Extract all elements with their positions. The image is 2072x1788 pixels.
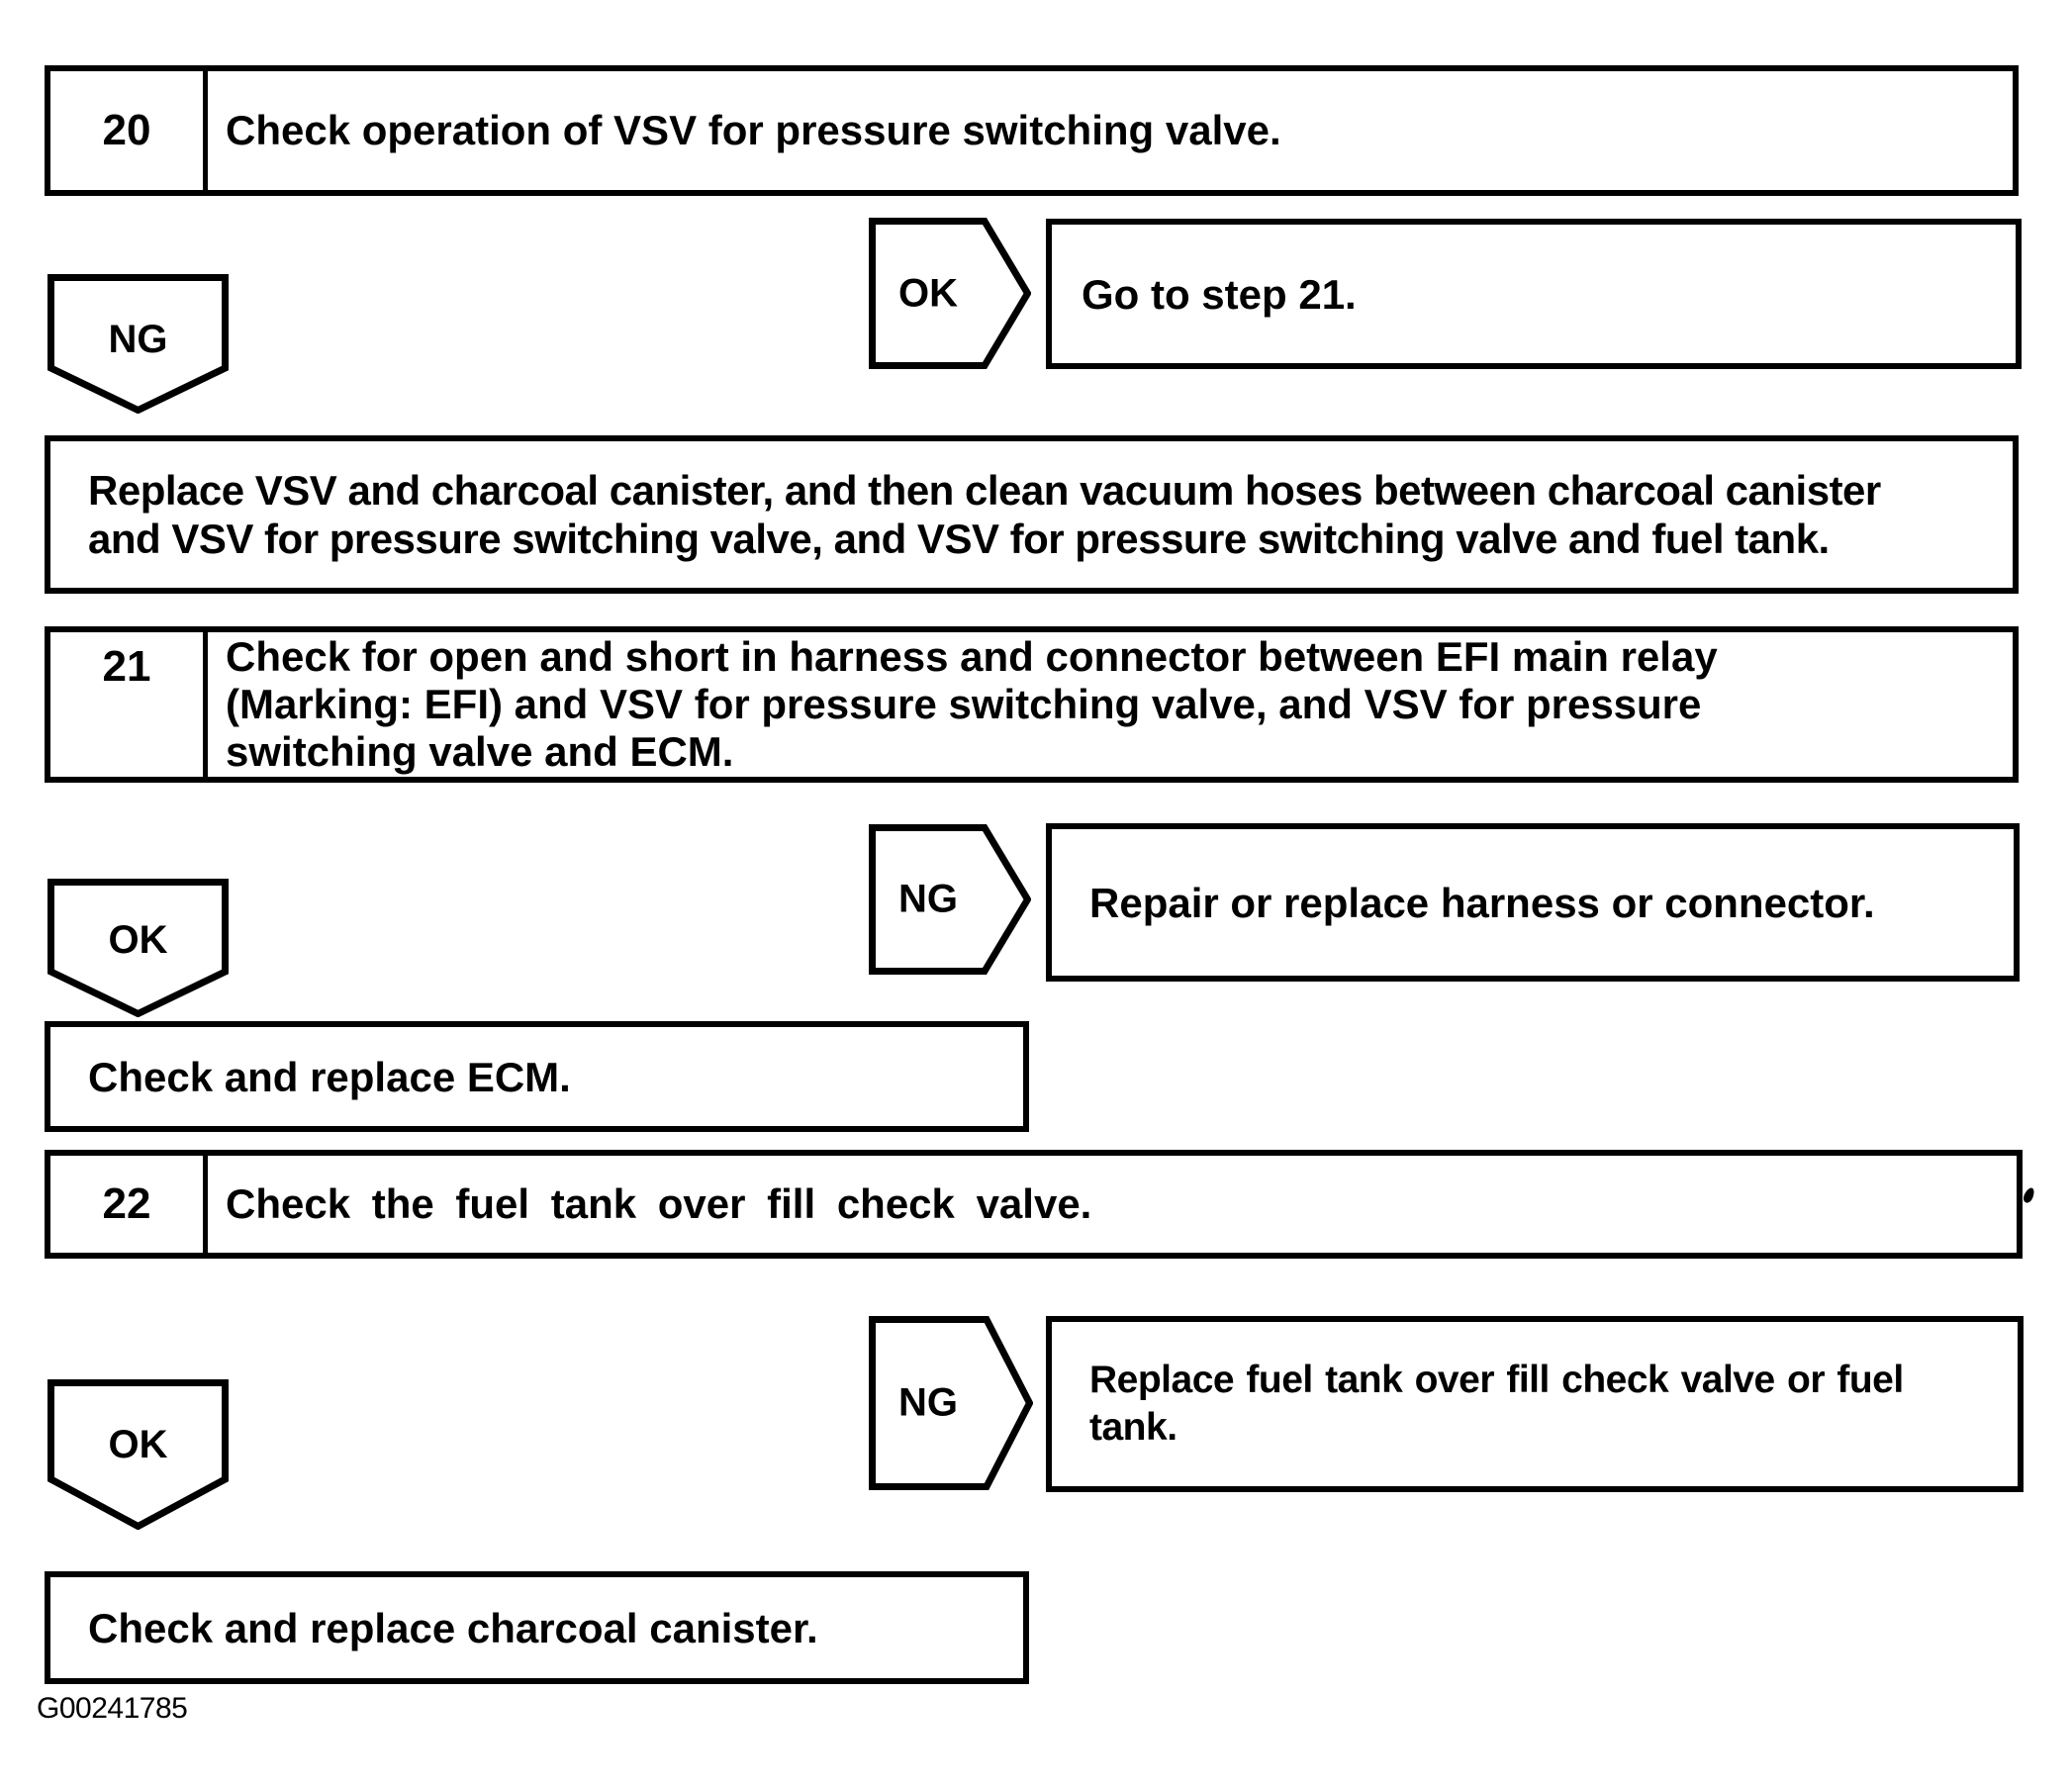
ng-connector-step22: NG <box>869 1316 1033 1490</box>
step-21-number: 21 <box>50 632 208 777</box>
scan-artifact-mark <box>2022 1185 2036 1205</box>
replace-fuel-tank-box: Replace fuel tank over fill check valve … <box>1046 1316 2024 1492</box>
goto-step-21-text: Go to step 21. <box>1082 270 1357 318</box>
step-21-instruction-line: (Marking: EFI) and VSV for pressure swit… <box>226 681 1702 727</box>
ok-label: OK <box>108 1423 168 1466</box>
repair-harness-box: Repair or replace harness or connector. <box>1046 823 2020 982</box>
ok-connector-step20: OK <box>869 218 1031 369</box>
action-line: Replace fuel tank over fill check valve … <box>1089 1359 1904 1401</box>
repair-harness-text: Repair or replace harness or connector. <box>1089 879 1875 926</box>
step-20-instruction: Check operation of VSV for pressure swit… <box>226 107 1281 153</box>
ng-label: NG <box>898 1380 958 1425</box>
step-20-box: 20 Check operation of VSV for pressure s… <box>45 65 2019 196</box>
ng-label: NG <box>108 318 168 361</box>
ok-label: OK <box>108 918 168 962</box>
ok-pentagon-shape <box>47 1379 229 1530</box>
goto-step-21-box: Go to step 21. <box>1046 219 2022 369</box>
ng-pentagon-shape <box>869 1316 1033 1490</box>
action-line: and VSV for pressure switching valve, an… <box>88 516 1830 562</box>
ok-label: OK <box>898 271 958 315</box>
step-21-instruction-line: Check for open and short in harness and … <box>226 633 1718 680</box>
ng-connector-step21: NG <box>869 824 1031 975</box>
check-canister-text: Check and replace charcoal canister. <box>88 1604 818 1651</box>
step-22-box: 22 Check the fuel tank over fill check v… <box>45 1150 2023 1259</box>
ok-connector-step21: OK <box>47 879 229 1017</box>
check-ecm-box: Check and replace ECM. <box>45 1021 1029 1132</box>
replace-vsv-action-box: Replace VSV and charcoal canister, and t… <box>45 435 2019 594</box>
ok-pentagon-shape <box>47 879 229 1017</box>
step-22-number: 22 <box>50 1156 208 1253</box>
step-20-number: 20 <box>50 71 208 190</box>
check-ecm-text: Check and replace ECM. <box>88 1053 571 1100</box>
ng-pentagon-shape <box>869 824 1031 975</box>
action-line: Replace VSV and charcoal canister, and t… <box>88 467 1881 514</box>
ng-label: NG <box>898 877 958 921</box>
ng-pentagon-shape <box>47 274 229 414</box>
ng-connector-step20: NG <box>47 274 229 414</box>
check-canister-box: Check and replace charcoal canister. <box>45 1571 1029 1684</box>
action-line: tank. <box>1089 1406 1177 1449</box>
ok-pentagon-shape <box>869 218 1031 369</box>
figure-id: G00241785 <box>37 1692 188 1725</box>
step-21-instruction-line: switching valve and ECM. <box>226 728 734 775</box>
step-22-instruction: Check the fuel tank over fill check valv… <box>226 1180 1092 1227</box>
ok-connector-step22: OK <box>47 1379 229 1530</box>
step-21-box: 21 Check for open and short in harness a… <box>45 626 2019 783</box>
